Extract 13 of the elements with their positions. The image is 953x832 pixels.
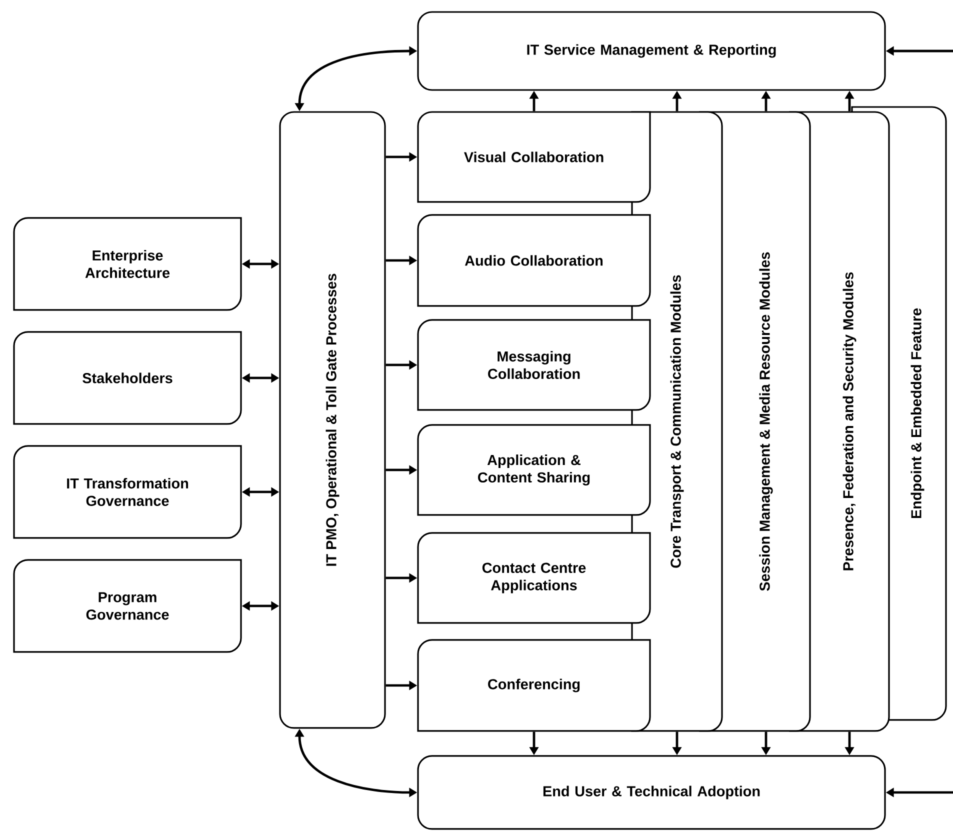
input-box: Program Governance — [13, 559, 242, 653]
process-column: IT PMO, Operational & Toll Gate Processes — [279, 111, 386, 729]
input-box: IT Transformation Governance — [13, 445, 242, 539]
module-box: Audio Collaboration — [417, 214, 651, 307]
input-box: Stakeholders — [13, 331, 242, 425]
footer-box: End User & Technical Adoption — [417, 755, 886, 830]
header-box: IT Service Management & Reporting — [417, 11, 886, 91]
module-box: Conferencing — [417, 639, 651, 732]
module-box: Messaging Collaboration — [417, 319, 651, 411]
input-box: Enterprise Architecture — [13, 217, 242, 311]
module-box: Visual Collaboration — [417, 111, 651, 203]
module-box: Contact Centre Applications — [417, 532, 651, 624]
module-box: Application & Content Sharing — [417, 424, 651, 516]
